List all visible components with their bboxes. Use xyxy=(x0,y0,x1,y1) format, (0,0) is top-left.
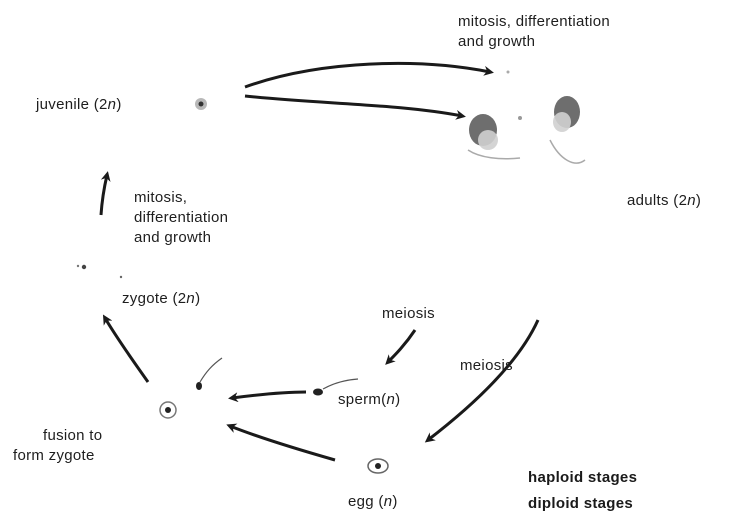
juvenile-cell xyxy=(195,98,207,110)
zygote-cell xyxy=(77,265,122,278)
label-juvenile: juvenile (2n) xyxy=(36,95,122,114)
legend-haploid: haploid stages xyxy=(528,468,637,487)
arrow-zygote-to-juvenile xyxy=(101,175,107,215)
adult-figures xyxy=(468,71,585,164)
label-meiosis-upper: meiosis xyxy=(382,304,435,323)
label-egg: egg (n) xyxy=(348,492,398,511)
label-zygote: zygote (2n) xyxy=(122,289,200,308)
egg-cell xyxy=(368,459,388,473)
arrow-fusion-to-zygote xyxy=(105,318,148,382)
legend-diploid: diploid stages xyxy=(528,494,633,513)
label-mitosis-top-line1: mitosis, differentiation xyxy=(458,12,610,31)
label-mitosis-left-line3: and growth xyxy=(134,228,211,247)
arrow-egg-to-fusion xyxy=(230,426,335,460)
label-mitosis-left-line1: mitosis, xyxy=(134,188,187,207)
label-fusion-line1: fusion to xyxy=(43,426,102,445)
arrow-juvenile-to-adult-bottom xyxy=(245,96,462,116)
arrow-sperm-to-fusion xyxy=(232,392,306,398)
label-sperm: sperm(n) xyxy=(338,390,400,409)
fusion-cell xyxy=(160,358,222,418)
arrow-meiosis-to-sperm xyxy=(388,330,415,362)
label-fusion-line2: form zygote xyxy=(13,446,95,465)
label-mitosis-left-line2: differentiation xyxy=(134,208,228,227)
label-adults: adults (2n) xyxy=(627,191,701,210)
label-mitosis-top-line2: and growth xyxy=(458,32,535,51)
arrow-juvenile-to-adult-top xyxy=(245,63,490,87)
label-meiosis-right: meiosis xyxy=(460,356,513,375)
arrow-adults-to-egg xyxy=(428,320,538,440)
